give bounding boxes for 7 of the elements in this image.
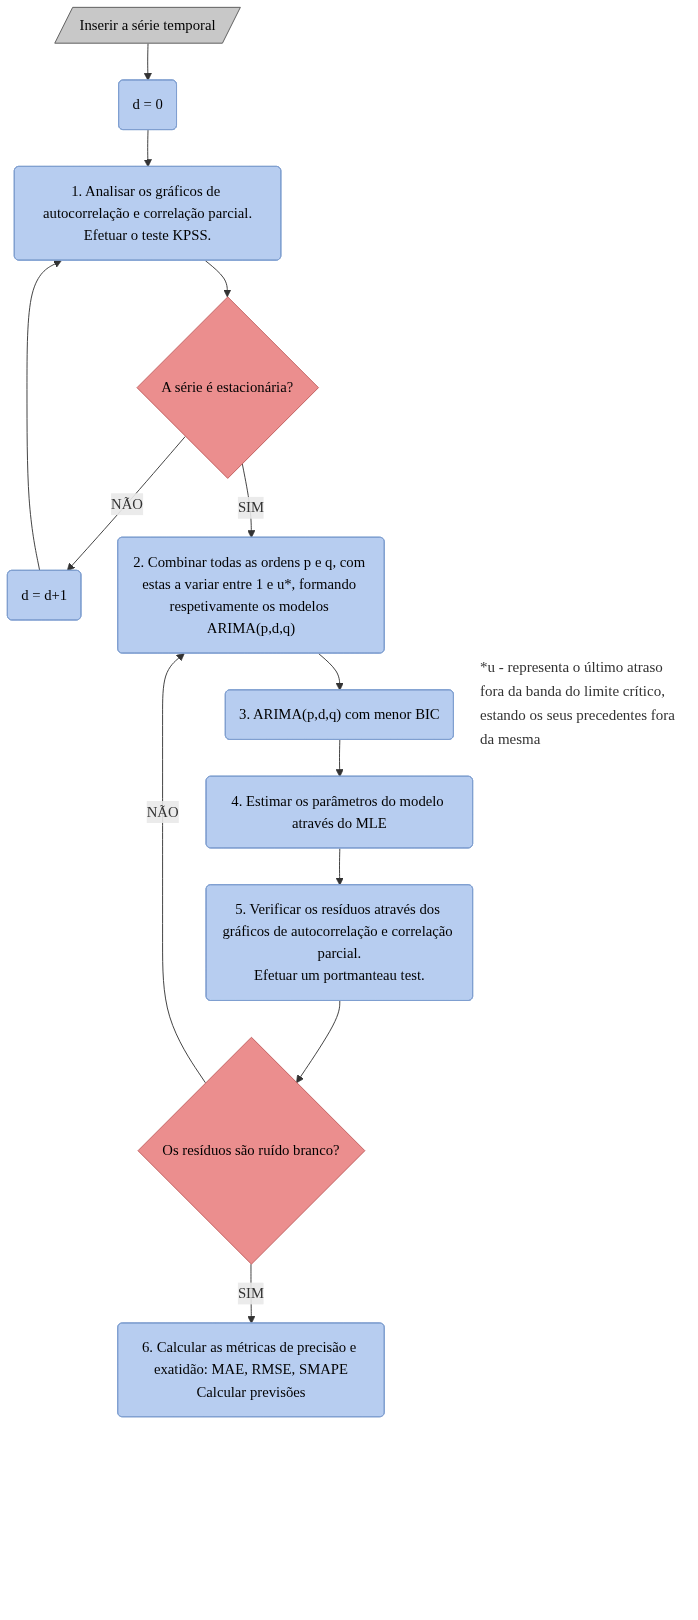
- edge-label: SIM: [237, 1285, 265, 1301]
- node-diamond: A série é estacionária?: [136, 296, 319, 479]
- edge-label: SIM: [237, 499, 265, 516]
- node-diamond: Os resíduos são ruído branco?: [137, 1036, 366, 1265]
- edge-label: NÃO: [146, 803, 179, 820]
- edge-label: NÃO: [111, 495, 143, 512]
- footnote: *u - representa o último atraso fora da banda do limite crítico, estando os seus precedentes fora da mesma: [480, 658, 676, 749]
